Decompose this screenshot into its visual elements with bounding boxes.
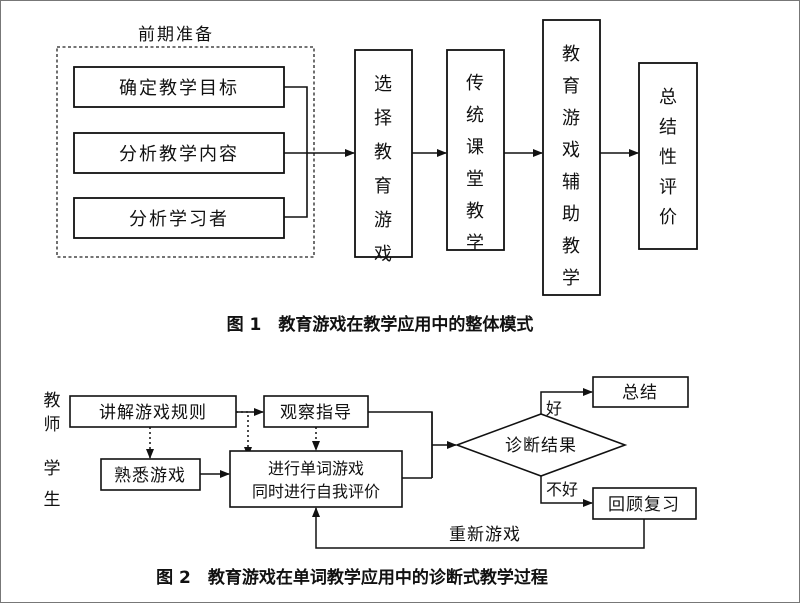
- arrow-notgood-to-review: [540, 476, 593, 507]
- figure-1: 前期准备 确定教学目标 分析教学内容 分析学习者 选择教育游戏 传统课堂教学: [56, 19, 698, 335]
- prep-group-border: [56, 46, 315, 258]
- prep-group-title: 前期准备: [138, 25, 214, 45]
- stage-select-game-label: 选择教育游戏: [374, 74, 392, 265]
- prep-box-content-label: 分析教学内容: [119, 144, 239, 165]
- arrow-replay-loop: [312, 507, 645, 549]
- stage-select-game: 选择教育游戏: [354, 49, 413, 265]
- arrow-good-to-summary: [540, 388, 593, 414]
- box-review: 回顾复习: [592, 487, 697, 520]
- box-review-label: 回顾复习: [608, 495, 680, 515]
- stage-summative-evaluation-label: 总结性评价: [659, 87, 677, 228]
- dotted-explain-to-play: [236, 411, 252, 457]
- prep-box-learners: 分析学习者: [73, 197, 285, 239]
- box-summary-label: 总结: [622, 383, 658, 403]
- box-familiarize-game-label: 熟悉游戏: [114, 465, 186, 486]
- stage-traditional-teaching: 传统课堂教学: [446, 49, 505, 254]
- role-student-label: 学生: [44, 459, 61, 510]
- box-explain-rules-label: 讲解游戏规则: [99, 403, 207, 423]
- stage-game-assisted-teaching-label: 教育游戏辅助教学: [562, 44, 580, 289]
- figure-2-caption: 图 2 教育游戏在单词教学应用中的诊断式教学过程: [156, 567, 548, 588]
- branch-not-good-label: 不好: [546, 480, 578, 499]
- stage-traditional-teaching-label: 传统课堂教学: [466, 73, 484, 254]
- box-play-word-game: 进行单词游戏 同时进行自我评价: [229, 450, 403, 508]
- branch-good-label: 好: [546, 399, 562, 418]
- box-explain-rules: 讲解游戏规则: [69, 395, 237, 428]
- role-teacher-label: 教师: [44, 391, 61, 435]
- diamond-diagnosis-result: 诊断结果: [454, 413, 628, 477]
- box-observe-guide: 观察指导: [263, 395, 369, 428]
- prep-box-goals-label: 确定教学目标: [119, 78, 239, 99]
- prep-box-learners-label: 分析学习者: [129, 209, 229, 230]
- prep-box-content: 分析教学内容: [73, 132, 285, 174]
- figure-1-caption: 图 1 教育游戏在教学应用中的整体模式: [227, 314, 534, 335]
- diamond-diagnosis-label: 诊断结果: [505, 436, 577, 456]
- stage-summative-evaluation: 总结性评价: [638, 62, 698, 250]
- figure-2: 教师 学生 讲解游戏规则 观察指导 熟悉游戏 进行单词游戏 同时进行自我评价: [44, 376, 697, 588]
- stage-game-assisted-teaching: 教育游戏辅助教学: [542, 19, 601, 296]
- box-summary: 总结: [592, 376, 689, 408]
- prep-bracket-connector: [284, 86, 308, 218]
- box-familiarize-game: 熟悉游戏: [100, 458, 201, 491]
- prep-box-goals: 确定教学目标: [73, 66, 285, 108]
- box-observe-guide-label: 观察指导: [280, 403, 352, 423]
- box-play-word-game-line1: 进行单词游戏: [268, 459, 364, 478]
- replay-label: 重新游戏: [449, 525, 521, 545]
- box-play-word-game-line2: 同时进行自我评价: [252, 482, 380, 501]
